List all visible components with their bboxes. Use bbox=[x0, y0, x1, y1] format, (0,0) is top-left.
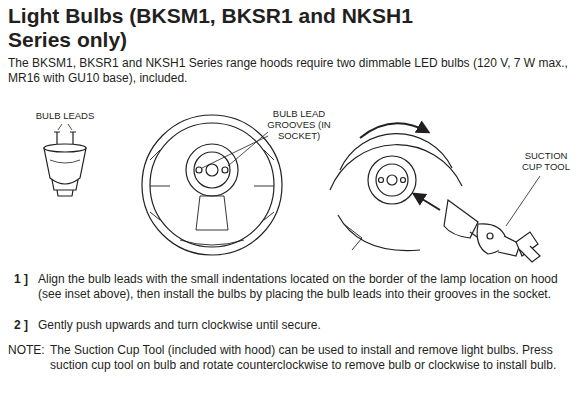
page-title: Light Bulbs (BKSM1, BKSR1 and NKSH1 Seri… bbox=[8, 4, 478, 52]
note-heading: NOTE: bbox=[8, 343, 52, 358]
step-number: 1 ] bbox=[14, 272, 38, 287]
step-text: Gently push upwards and turn clockwise u… bbox=[38, 318, 568, 333]
callout-label: BULB LEAD GROOVES (IN SOCKET) bbox=[254, 108, 344, 141]
note-text: The Suction Cup Tool (included with hood… bbox=[50, 343, 572, 373]
callout-label: BULB LEADS bbox=[22, 110, 108, 121]
callout-label: SUCTION CUP TOOL bbox=[518, 150, 574, 172]
step-text: Align the bulb leads with the small inde… bbox=[38, 272, 568, 302]
intro-text: The BKSM1, BKSR1 and NKSH1 Series range … bbox=[8, 56, 568, 86]
step-number: 2 ] bbox=[14, 318, 38, 333]
